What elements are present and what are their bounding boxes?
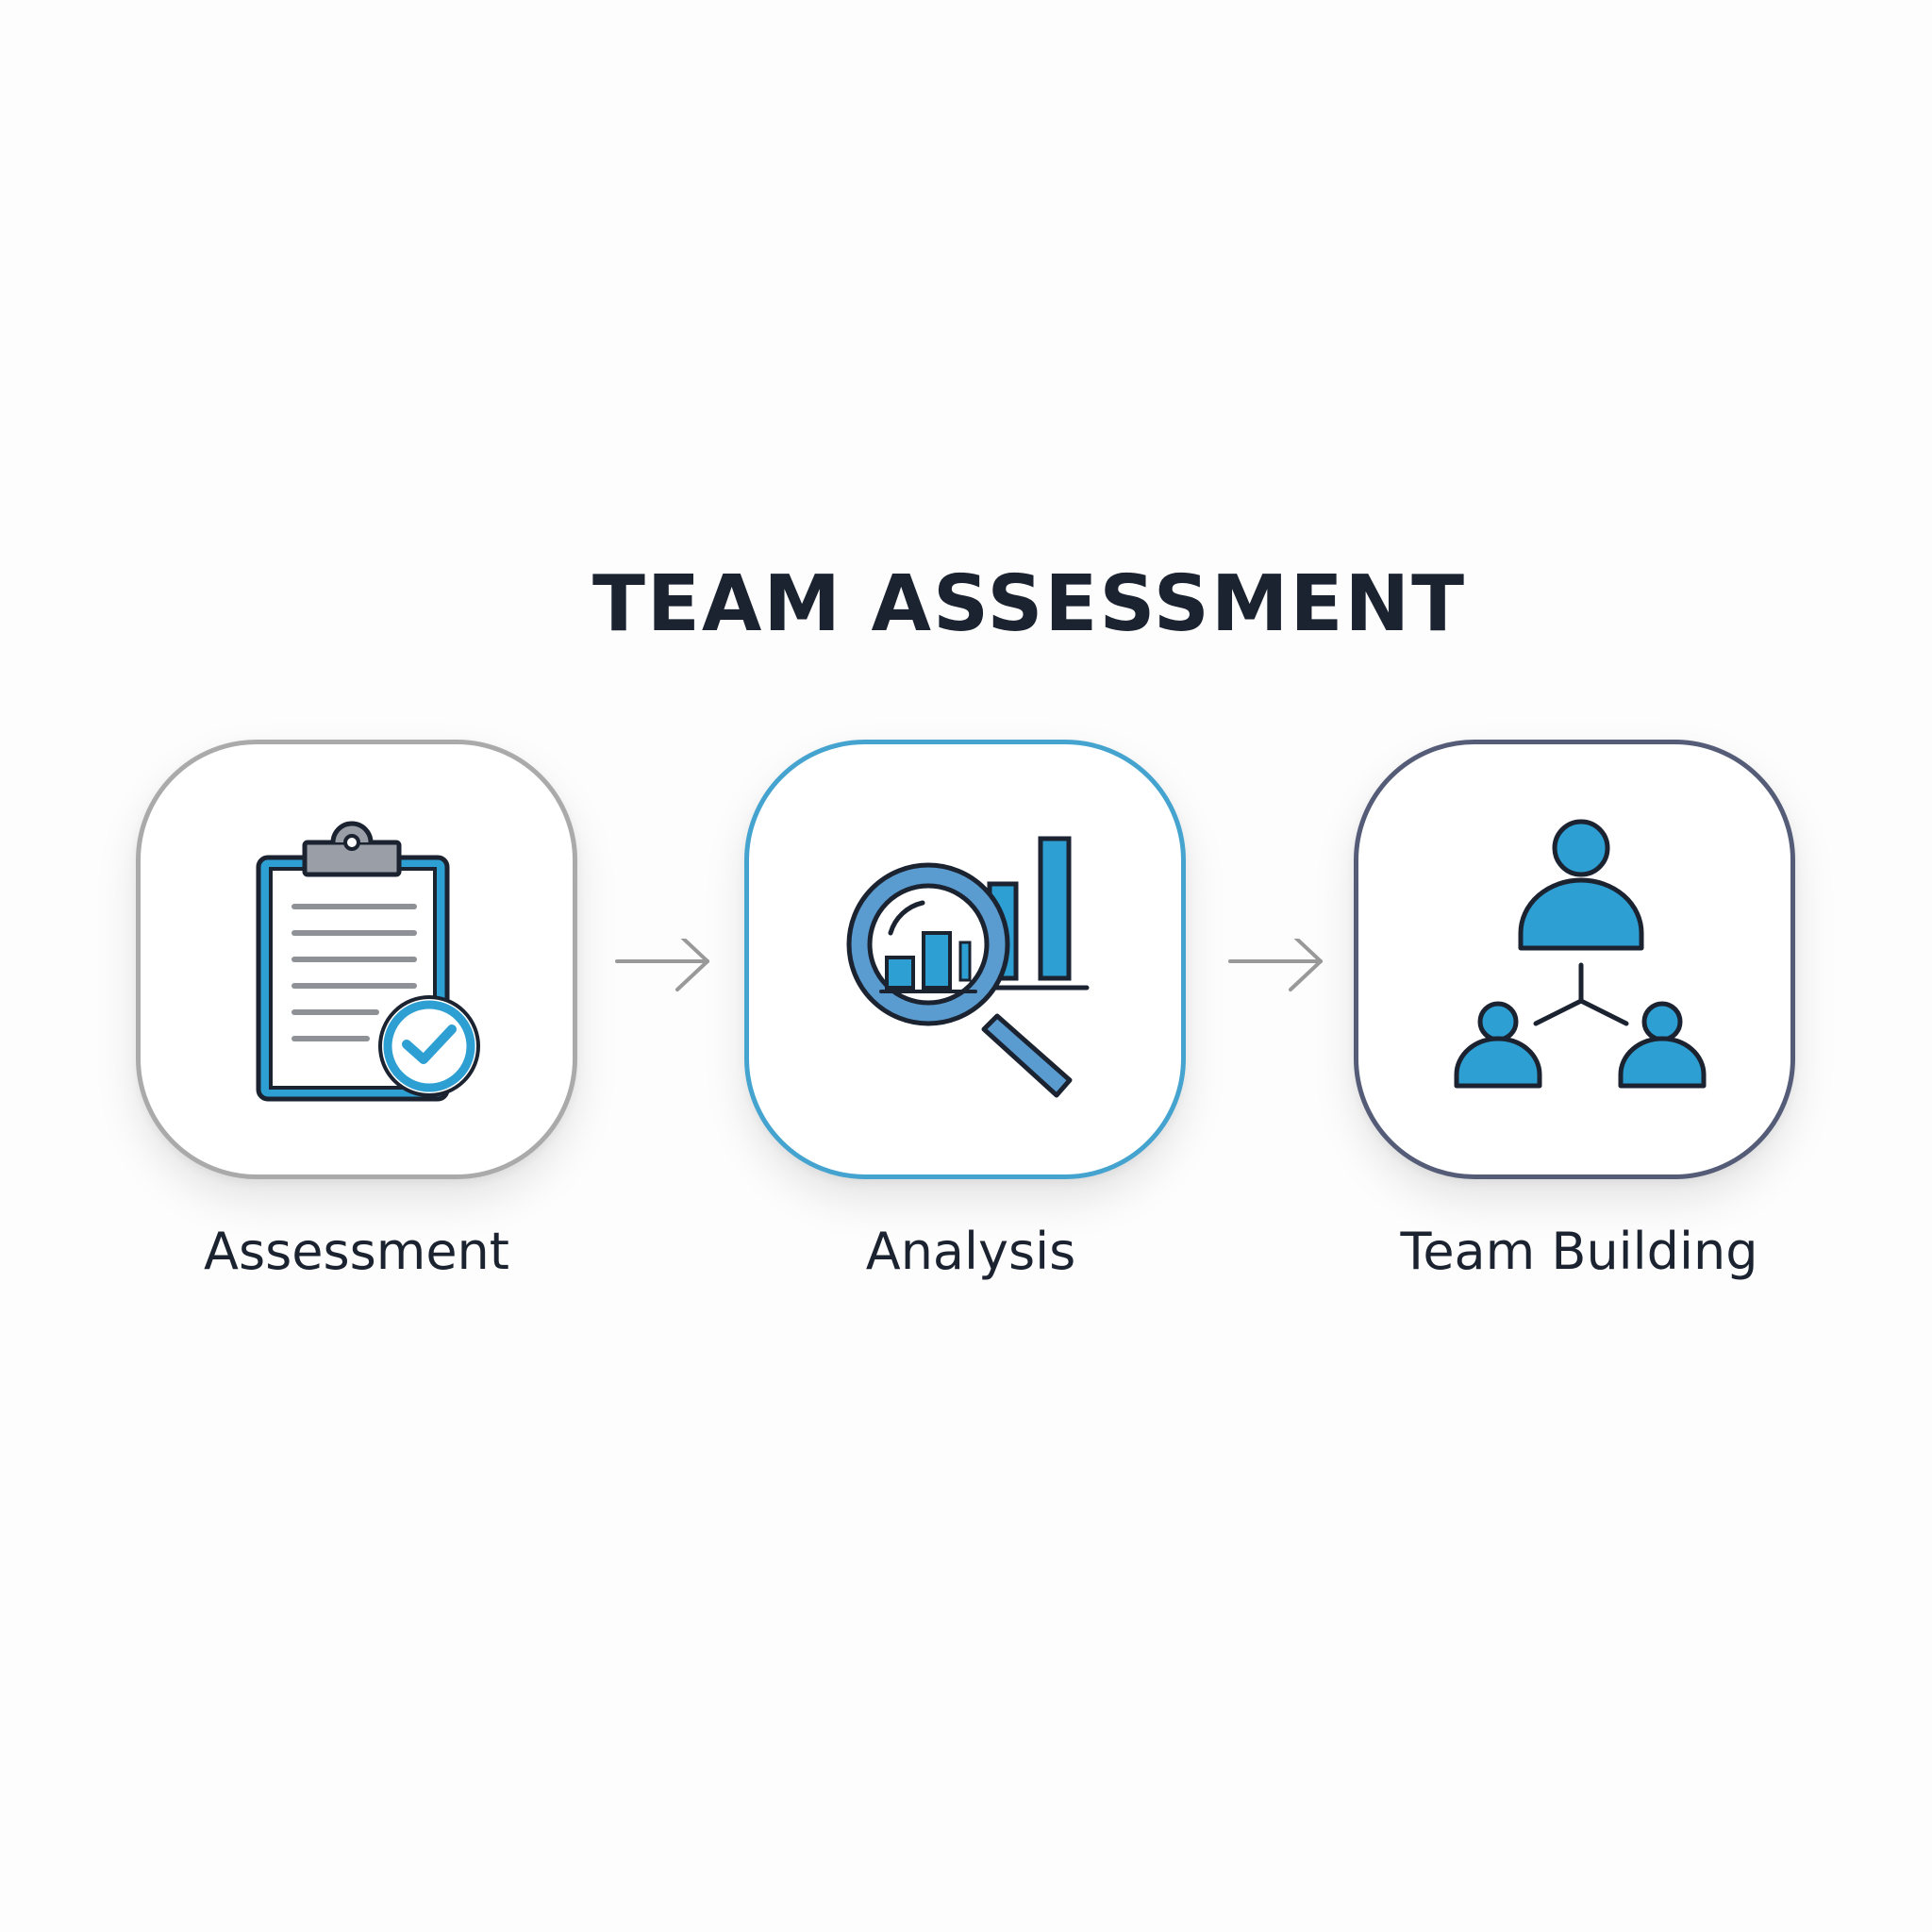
diagram-title: TEAM ASSESSMENT [591, 559, 1467, 649]
step-card-team-building [1354, 740, 1795, 1179]
step-label-analysis: Analysis [865, 1222, 1076, 1281]
step-card-assessment [136, 740, 577, 1179]
step-label-team-building: Team Building [1400, 1222, 1758, 1281]
step-label-assessment: Assessment [204, 1222, 509, 1281]
arrow-right-icon [615, 939, 709, 991]
clipboard-check-icon [256, 821, 480, 1102]
magnifier-chart-icon [846, 836, 1090, 1098]
step-card-analysis [744, 740, 1186, 1179]
team-hierarchy-icon [1454, 819, 1707, 1089]
arrow-right-icon [1228, 939, 1323, 991]
